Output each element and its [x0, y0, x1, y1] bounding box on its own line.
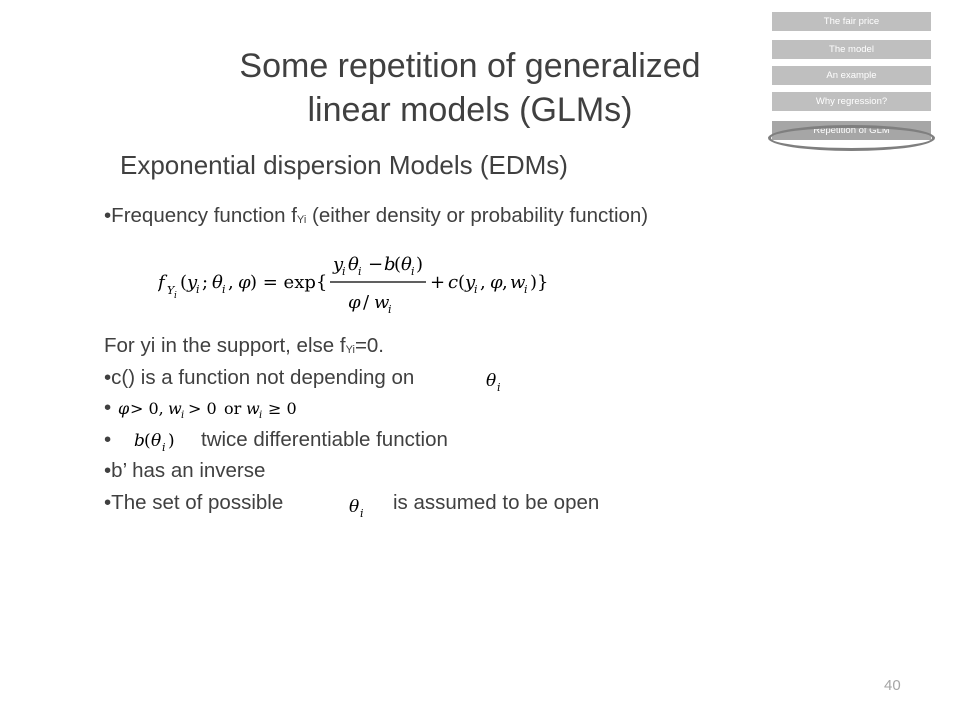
svg-text:i: i [358, 265, 362, 278]
svg-text:w: w [510, 272, 526, 293]
svg-text:,: , [228, 272, 234, 293]
svg-text:w: w [168, 399, 182, 418]
svg-text:b: b [134, 431, 145, 451]
nav-item-fair-price[interactable]: The fair price [772, 12, 931, 31]
svg-text:φ: φ [490, 272, 503, 293]
bullet-subscript: Yi [296, 214, 307, 226]
nav-item-example[interactable]: An example [772, 66, 931, 85]
bullet-theta-set-text: •The set of possible [104, 491, 284, 514]
svg-text:) = exp{: ) = exp{ [250, 272, 327, 293]
svg-text:y: y [332, 254, 344, 275]
svg-text:i: i [497, 381, 501, 394]
svg-text:i: i [474, 283, 478, 296]
svg-text:i: i [162, 441, 166, 454]
svg-text:φ: φ [348, 292, 361, 313]
svg-text:/: / [363, 292, 370, 313]
slide-subtitle: Exponential dispersion Models (EDMs) [120, 150, 568, 180]
bullet-theta-set-suffix: is assumed to be open [393, 491, 600, 514]
svg-text:w: w [246, 399, 260, 418]
edm-density-formula: f Y i ( y i ; θ i , φ ) = exp{ y i θ i −… [158, 254, 548, 316]
svg-text:y: y [186, 272, 198, 293]
svg-text:): ) [416, 254, 423, 275]
svg-text:w: w [374, 292, 390, 313]
support-text: =0. [354, 334, 385, 357]
active-section-highlight [768, 125, 935, 151]
svg-text:f: f [158, 272, 168, 293]
bullet-b-dot: • [104, 428, 112, 451]
svg-text:≥ 0: ≥ 0 [268, 399, 297, 418]
svg-text:(: ( [394, 254, 401, 275]
svg-text:(: ( [458, 272, 465, 293]
svg-text:Y: Y [167, 284, 176, 297]
svg-text:y: y [464, 272, 476, 293]
svg-text:φ: φ [238, 272, 251, 293]
bullet-b-text: twice differentiable function [201, 428, 448, 451]
svg-text:> 0: > 0 [188, 399, 217, 418]
nav-item-model[interactable]: The model [772, 40, 931, 59]
svg-text:)}: )} [530, 272, 548, 293]
svg-text:i: i [524, 283, 528, 296]
svg-text:(: ( [144, 431, 151, 451]
theta-i-symbol: θ i [349, 497, 364, 520]
bullet-frequency-function: •Frequency function fYi (either density … [104, 204, 648, 228]
svg-text:,: , [480, 272, 486, 293]
slide-title: Some repetition of generalized linear mo… [239, 47, 701, 129]
svg-text:(: ( [180, 272, 187, 293]
svg-text:θ: θ [486, 371, 496, 391]
svg-text:θ: θ [348, 254, 359, 275]
svg-text:or: or [224, 399, 242, 418]
svg-text:i: i [360, 507, 364, 520]
nav-item-why-regression[interactable]: Why regression? [772, 92, 931, 111]
support-text: For yi in the support, else f [104, 334, 346, 357]
svg-text:θ: θ [349, 497, 359, 517]
phi-weight-condition: φ > 0, w i > 0 or w i ≥ 0 [118, 399, 297, 421]
svg-text:b: b [384, 254, 396, 275]
svg-text:−: − [368, 254, 383, 275]
svg-text:): ) [168, 431, 175, 451]
svg-text:;: ; [202, 272, 208, 293]
svg-text:θ: θ [401, 254, 412, 275]
svg-text:i: i [222, 283, 226, 296]
b-theta-symbol: b ( θ i ) [134, 431, 175, 454]
bullet-phi-condition-dot: • [104, 396, 112, 419]
bullet-b-prime-inverse: •b’ has an inverse [104, 459, 266, 482]
svg-text:i: i [174, 291, 177, 301]
svg-text:i: i [388, 303, 392, 316]
support-subscript: Yi [345, 344, 355, 356]
svg-text:φ: φ [118, 399, 130, 418]
page-number: 40 [884, 677, 901, 694]
svg-text:,: , [502, 272, 508, 293]
theta-i-symbol: θ i [486, 371, 501, 394]
bullet-text: (either density or probability function) [306, 204, 649, 227]
svg-text:> 0,: > 0, [130, 399, 164, 418]
svg-text:i: i [181, 410, 184, 421]
svg-text:θ: θ [151, 431, 161, 451]
support-statement: For yi in the support, else fYi=0. [104, 334, 384, 358]
svg-text:i: i [411, 265, 415, 278]
svg-text:i: i [259, 410, 262, 421]
bullet-c-function: •c() is a function not depending on [104, 366, 415, 389]
bullet-text: •Frequency function f [104, 204, 297, 227]
svg-text:i: i [196, 283, 200, 296]
svg-text:c: c [448, 272, 458, 293]
svg-text:i: i [342, 265, 346, 278]
svg-text:+: + [430, 272, 445, 293]
svg-text:θ: θ [212, 272, 223, 293]
